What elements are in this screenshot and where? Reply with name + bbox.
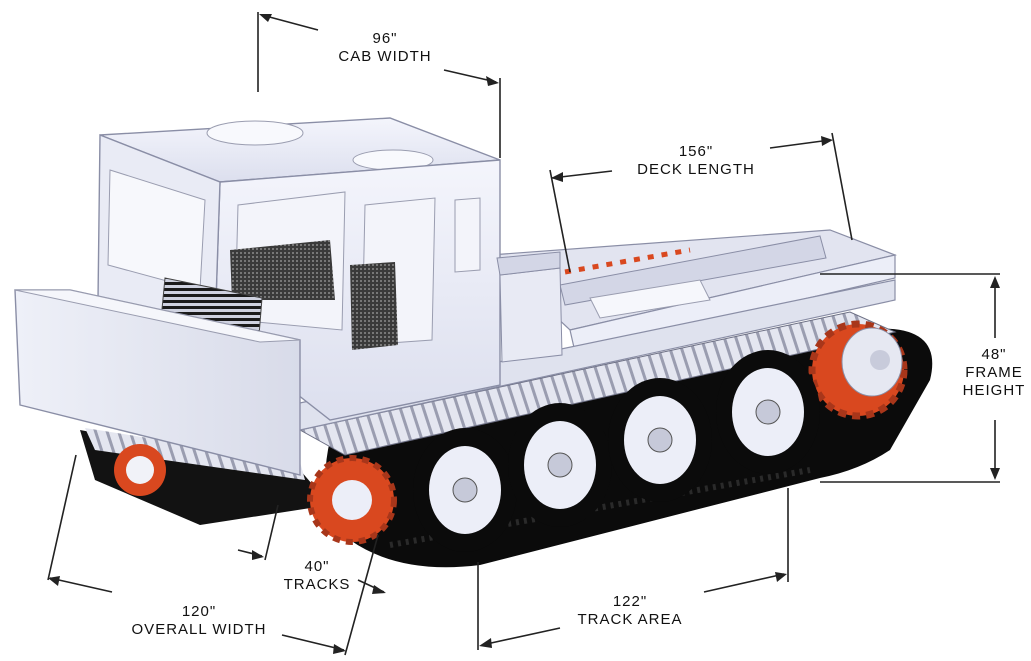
- road-wheel-1: [413, 428, 517, 552]
- front-blade: [14, 289, 301, 476]
- road-wheel-4: [716, 350, 820, 474]
- overall-width-text: OVERALL WIDTH: [131, 621, 267, 638]
- overall-width-extension-left: [47, 454, 77, 581]
- rear-track: [80, 428, 330, 525]
- arrowhead: [990, 276, 1000, 288]
- track-area-arrow-right: [703, 573, 785, 593]
- tracks-extension-left: [264, 504, 279, 561]
- arrowhead: [48, 576, 60, 586]
- road-wheel-2: [508, 403, 612, 527]
- front-sprocket: [307, 455, 397, 545]
- overall-width-value: 120": [181, 603, 217, 620]
- deck-length-label: 156" DECK LENGTH: [622, 143, 770, 179]
- road-wheel-3: [608, 378, 712, 502]
- arrowhead: [990, 468, 1000, 480]
- tracks-value: 40": [304, 558, 330, 575]
- dimension-arrowheads: [48, 14, 1000, 654]
- arrowhead: [821, 136, 833, 146]
- cab-width-arrow-left: [261, 14, 319, 31]
- rear-sprocket: [114, 444, 166, 496]
- track-area-arrow-left: [481, 627, 561, 646]
- cab-width-value: 96": [372, 30, 398, 47]
- rear-drive-sprocket: [808, 320, 908, 420]
- track-area-text: TRACK AREA: [577, 611, 683, 628]
- cab-width-text: CAB WIDTH: [338, 48, 432, 65]
- frame-height-text-1: FRAME: [965, 364, 1023, 381]
- deck-length-text: DECK LENGTH: [637, 161, 755, 178]
- deck-length-value: 156": [678, 143, 714, 160]
- arrowhead: [551, 172, 563, 182]
- frame-height-text-2: HEIGHT: [962, 382, 1026, 399]
- arrowhead: [333, 644, 346, 654]
- deck: [488, 229, 898, 353]
- arrowhead: [252, 550, 264, 560]
- tracks-text: TRACKS: [283, 576, 351, 593]
- frame-height-label: 48" FRAME HEIGHT: [958, 346, 1030, 400]
- arrowhead: [486, 76, 499, 86]
- overall-width-label: 120" OVERALL WIDTH: [110, 603, 288, 639]
- frame-height-value: 48": [981, 346, 1007, 363]
- overall-width-arrow-left: [49, 577, 113, 593]
- track-area-value: 122": [612, 593, 648, 610]
- deck-length-extension-right: [831, 132, 853, 241]
- arrowhead: [775, 572, 787, 582]
- arrowhead: [372, 585, 386, 594]
- arrowhead: [479, 638, 492, 648]
- overall-width-extension-right: [344, 534, 379, 656]
- deck-length-arrow-right: [769, 139, 831, 149]
- tracks-label: 40" TRACKS: [272, 558, 362, 594]
- deck-length-extension-left: [549, 169, 571, 273]
- cab-width-label: 96" CAB WIDTH: [330, 30, 440, 66]
- track-area-label: 122" TRACK AREA: [564, 593, 696, 629]
- arrowhead: [259, 14, 272, 22]
